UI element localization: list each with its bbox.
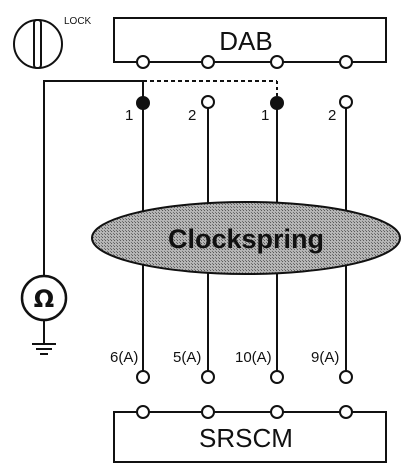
ohm-symbol: Ω <box>34 285 54 313</box>
bottom-terminals <box>136 370 353 384</box>
terminal <box>339 95 353 109</box>
srscm-terminal <box>339 405 353 419</box>
pin-label: 2 <box>328 107 336 124</box>
srscm-label: SRSCM <box>199 423 293 453</box>
ground-icon <box>32 343 56 355</box>
ignition-lock-icon <box>13 19 63 69</box>
pin-label: 1 <box>261 107 269 124</box>
ohmmeter-icon: Ω <box>20 274 68 344</box>
srscm-terminal <box>270 405 284 419</box>
dab-terminal <box>339 55 353 69</box>
pin-label: 5(A) <box>173 349 201 366</box>
pin-label: 2 <box>188 107 196 124</box>
clockspring: Clockspring <box>91 201 401 275</box>
top-terminals <box>136 95 353 110</box>
srscm-connector: SRSCM <box>113 405 387 463</box>
lock-label: LOCK <box>64 16 92 27</box>
pin-label: 6(A) <box>110 349 138 366</box>
probe-terminal <box>270 96 284 110</box>
dab-label: DAB <box>219 26 272 56</box>
srscm-terminal <box>201 405 215 419</box>
pin-label: 9(A) <box>311 349 339 366</box>
dab-connector: DAB <box>113 17 387 63</box>
pin-label: 10(A) <box>235 349 272 366</box>
terminal <box>201 95 215 109</box>
dab-terminal <box>270 55 284 69</box>
clockspring-label: Clockspring <box>168 224 324 254</box>
dab-terminals <box>136 55 353 69</box>
dab-terminal <box>201 55 215 69</box>
srscm-terminal <box>136 405 150 419</box>
terminal <box>339 370 353 384</box>
pin-label: 1 <box>125 107 133 124</box>
terminal <box>201 370 215 384</box>
probe-terminal <box>136 96 150 110</box>
terminal <box>136 370 150 384</box>
dab-terminal <box>136 55 150 69</box>
terminal <box>270 370 284 384</box>
